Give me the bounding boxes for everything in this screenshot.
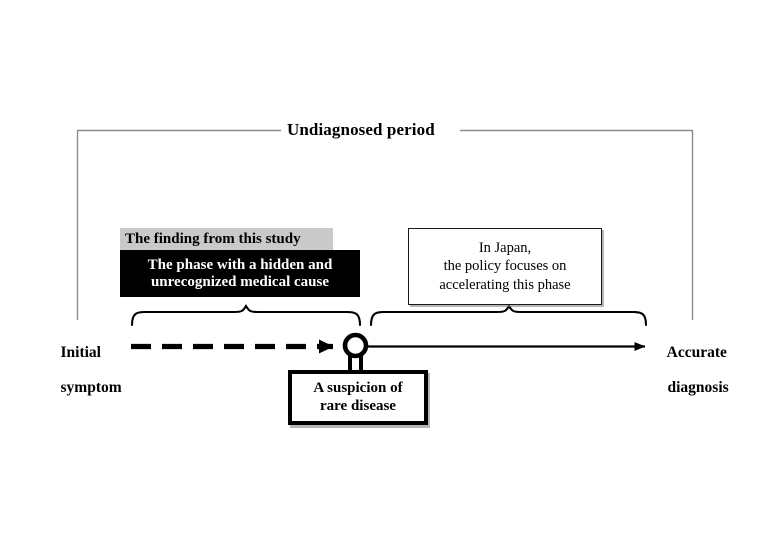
suspicion-box-line-2: rare disease — [320, 397, 396, 414]
undiagnosed-period-label: Undiagnosed period — [287, 120, 435, 139]
initial-symptom-line-1: Initial — [60, 344, 101, 362]
hidden-cause-phase-box: The phase with a hidden and unrecognized… — [120, 250, 360, 297]
accurate-diagnosis-label: Accurate diagnosis — [652, 327, 729, 414]
phase-box-line-1: The phase with a hidden and — [147, 256, 333, 273]
circle-node-icon — [342, 332, 369, 372]
accurate-diagnosis-line-1: Accurate — [666, 344, 727, 362]
initial-symptom-label: Initial symptom — [45, 327, 122, 414]
phase-box-line-2: unrecognized medical cause — [150, 273, 330, 290]
finding-header-highlight: The finding from this study — [120, 228, 333, 250]
suspicion-of-rare-disease-box: A suspicion of rare disease — [288, 370, 428, 425]
japan-policy-box: In Japan, the policy focuses on accelera… — [408, 228, 602, 305]
japan-box-line-1: In Japan, — [478, 239, 532, 256]
right-curly-brace-icon — [369, 303, 648, 327]
span-bracket-icon — [76, 129, 694, 320]
japan-box-line-3: accelerating this phase — [439, 276, 571, 293]
suspicion-box-line-1: A suspicion of — [313, 379, 403, 396]
japan-box-line-2: the policy focuses on — [443, 258, 567, 275]
left-curly-brace-icon — [130, 303, 362, 327]
accurate-diagnosis-line-2: diagnosis — [667, 379, 729, 397]
initial-symptom-line-2: symptom — [60, 379, 122, 397]
